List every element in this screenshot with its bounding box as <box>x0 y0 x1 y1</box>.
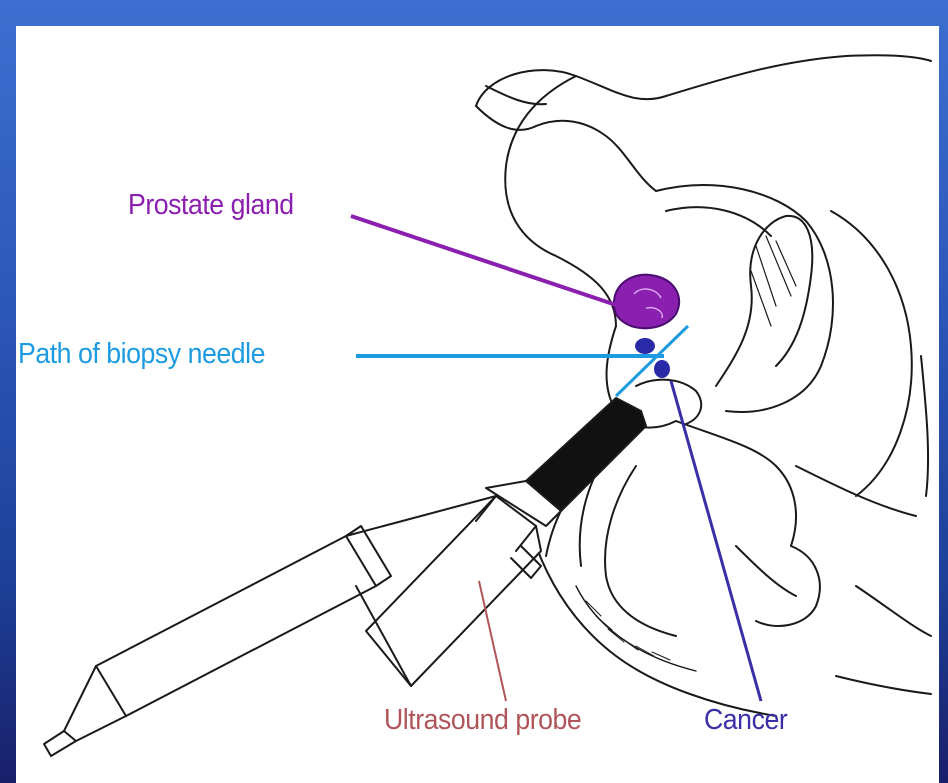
illustration-panel: Prostate gland Path of biopsy needle Ult… <box>16 26 939 783</box>
upper-tissue-outline <box>476 55 931 106</box>
cancer-label: Cancer <box>704 704 787 737</box>
hatched-tissue <box>576 586 696 671</box>
biopsy-needle-path <box>616 326 688 396</box>
rectum-outline <box>716 216 812 386</box>
biopsy-needle-path-label: Path of biopsy needle <box>18 338 265 371</box>
prostate-gland-shape <box>614 275 679 329</box>
syringe-barrel <box>96 536 376 716</box>
cancer-spot <box>635 338 655 354</box>
anatomy-drawing <box>16 26 939 783</box>
probe-tip <box>526 398 646 511</box>
body-contour <box>505 76 616 326</box>
prostate-gland-label: Prostate gland <box>128 189 294 222</box>
ultrasound-probe-label: Ultrasound probe <box>384 704 581 737</box>
cancer-pointer <box>671 381 761 701</box>
prostate-pointer <box>351 216 628 309</box>
cancer-spot-2 <box>654 360 670 378</box>
